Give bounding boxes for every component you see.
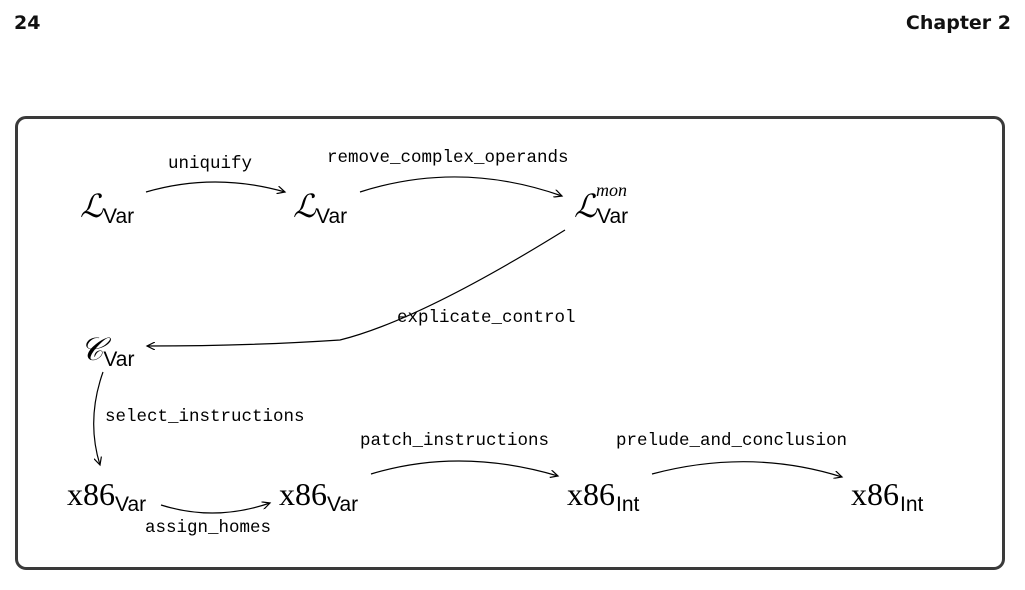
- node-cvar: 𝒞Var: [80, 330, 134, 370]
- x86int-base: x86: [567, 476, 615, 512]
- node-x86var-selected: x86Var: [67, 476, 146, 515]
- label-prelude-and-conclusion: prelude_and_conclusion: [616, 431, 848, 451]
- node-x86var-homes: x86Var: [279, 476, 358, 515]
- x86int-subscript: Int: [900, 493, 924, 516]
- lvar-letter: ℒ: [80, 187, 104, 225]
- lvar-mon-letter: ℒ: [574, 187, 598, 225]
- lvar-subscript: Var: [103, 205, 135, 228]
- x86var-base: x86: [279, 476, 327, 512]
- x86var-subscript: Var: [115, 493, 147, 516]
- node-lvar-source: ℒVar: [80, 187, 134, 227]
- label-select-instructions: select_instructions: [105, 407, 305, 427]
- x86int-subscript: Int: [616, 493, 640, 516]
- label-uniquify: uniquify: [168, 154, 253, 174]
- node-x86int-final: x86Int: [851, 476, 923, 515]
- chapter-title: Chapter 2: [905, 12, 1011, 34]
- page-number: 24: [14, 12, 41, 34]
- diagram-frame: [15, 116, 1005, 570]
- x86var-base: x86: [67, 476, 115, 512]
- cvar-letter: 𝒞: [80, 330, 104, 368]
- lvar-letter: ℒ: [293, 187, 317, 225]
- x86var-subscript: Var: [327, 493, 359, 516]
- arrow-select-instructions: [93, 371, 104, 465]
- x86int-base: x86: [851, 476, 899, 512]
- arrow-patch-instructions: [370, 460, 558, 476]
- lvar-mon-subscript: Var: [597, 205, 629, 228]
- lvar-mon-superscript: mon: [596, 180, 627, 200]
- arrow-prelude-and-conclusion: [651, 461, 842, 477]
- arrow-assign-homes: [160, 503, 270, 514]
- label-remove-complex-operands: remove_complex_operands: [327, 148, 569, 168]
- arrow-explicate-control: [147, 229, 566, 346]
- cvar-subscript: Var: [103, 348, 135, 371]
- label-assign-homes: assign_homes: [145, 518, 272, 538]
- arrow-uniquify: [145, 181, 285, 192]
- label-explicate-control: explicate_control: [397, 308, 576, 328]
- arrow-remove-complex-operands: [359, 176, 562, 196]
- label-patch-instructions: patch_instructions: [360, 431, 550, 451]
- lvar-subscript: Var: [316, 205, 348, 228]
- node-lvar-uniquified: ℒVar: [293, 187, 347, 227]
- node-x86int-patched: x86Int: [567, 476, 639, 515]
